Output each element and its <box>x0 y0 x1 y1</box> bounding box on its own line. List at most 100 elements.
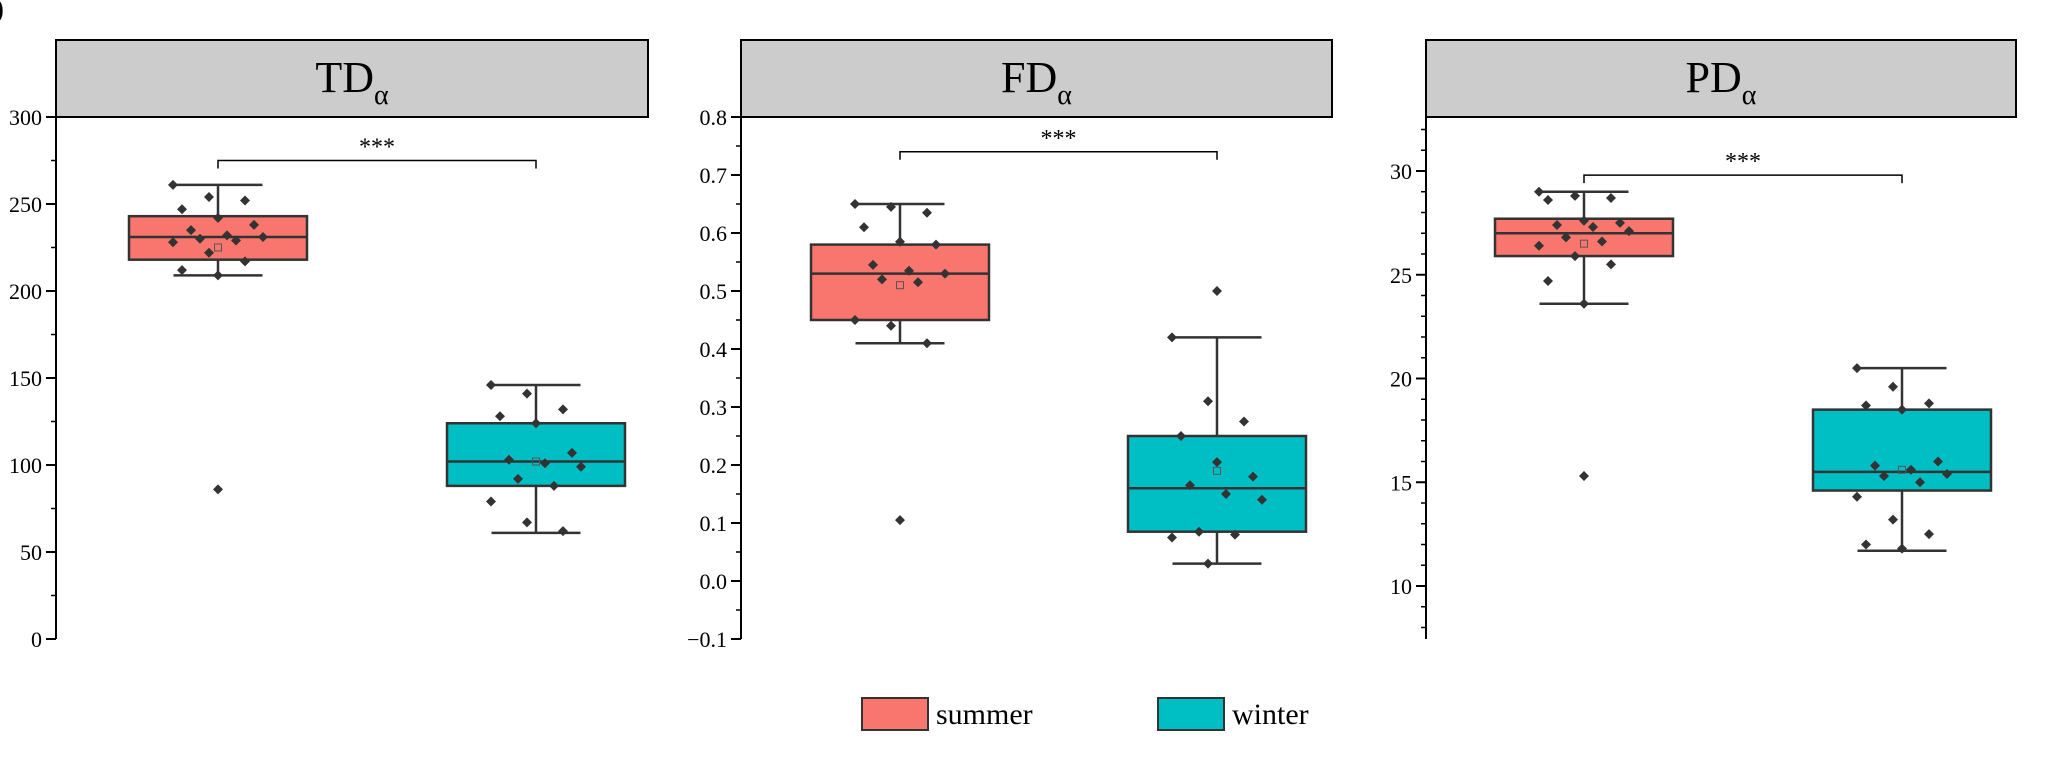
data-point <box>1588 222 1598 233</box>
panel-title-main: PD <box>1686 53 1742 102</box>
data-point <box>1203 558 1213 569</box>
data-point <box>522 517 532 528</box>
data-point <box>1897 404 1907 415</box>
outlier-point <box>895 515 905 526</box>
data-point <box>1167 532 1177 543</box>
data-point <box>1942 468 1952 479</box>
panel-letter: ) <box>0 0 4 25</box>
panel-header <box>740 39 1333 118</box>
mean-marker <box>896 281 904 290</box>
outlier-point <box>213 484 223 495</box>
panel-title-subscript: α <box>1057 80 1072 111</box>
y-tick-label: 0.7 <box>700 163 728 188</box>
panel-header <box>1425 39 2017 118</box>
y-tick-label: 0.8 <box>700 105 728 130</box>
legend: summer winter <box>861 697 1309 731</box>
data-point <box>168 237 178 248</box>
data-point <box>495 411 505 422</box>
box-winter <box>445 379 627 537</box>
box-summer <box>809 199 991 526</box>
data-point <box>513 473 523 484</box>
significance-label: *** <box>1725 149 1761 175</box>
y-tick-label: 150 <box>9 366 42 391</box>
data-point <box>213 212 223 223</box>
data-point <box>168 179 178 190</box>
data-point <box>1194 526 1204 537</box>
data-point <box>549 480 559 491</box>
panel-title: PDα <box>1686 53 1757 111</box>
panel-title-main: FD <box>1001 53 1057 102</box>
data-point <box>1888 381 1898 392</box>
significance-bracket <box>217 159 537 169</box>
data-point <box>1176 431 1186 441</box>
panel-2: FDα−0.10.00.10.20.30.40.50.60.70.8*** <box>687 39 1333 652</box>
data-point <box>1239 416 1249 427</box>
data-point <box>558 526 568 537</box>
y-tick-label: 30 <box>1390 159 1412 184</box>
data-point <box>504 454 514 465</box>
data-point <box>258 232 268 243</box>
box-iqr <box>1811 408 1993 492</box>
data-point <box>868 259 878 270</box>
legend-label-winter: winter <box>1232 698 1309 731</box>
mean-marker <box>1213 466 1221 475</box>
data-point <box>1543 275 1553 286</box>
box-iqr <box>445 421 627 488</box>
data-point <box>204 247 214 258</box>
data-point <box>531 418 541 429</box>
data-point <box>231 235 241 246</box>
data-point <box>540 458 550 469</box>
y-tick-label: 0.3 <box>700 395 728 420</box>
data-point <box>1888 514 1898 525</box>
data-point <box>1897 543 1907 554</box>
panel-title-subscript: α <box>1742 80 1757 111</box>
data-point <box>486 379 496 390</box>
panels: TDα050100150200250300***FDα−0.10.00.10.2… <box>9 39 2017 652</box>
y-tick-label: 300 <box>9 105 42 130</box>
data-point <box>850 315 860 325</box>
data-point <box>922 338 932 349</box>
data-point <box>850 199 860 209</box>
data-point <box>913 277 923 288</box>
mean-marker <box>532 457 540 466</box>
data-point <box>213 270 223 281</box>
significance-label: *** <box>359 135 395 161</box>
data-point <box>249 219 259 230</box>
data-point <box>567 447 577 458</box>
panel-header <box>55 39 649 118</box>
data-point <box>1924 529 1934 540</box>
box-summer <box>1493 186 1675 482</box>
data-point <box>1185 480 1195 491</box>
data-point <box>1870 460 1880 471</box>
mean-marker <box>214 243 222 252</box>
data-point <box>1212 457 1222 468</box>
data-point <box>1570 190 1580 201</box>
box-iqr <box>1493 217 1675 258</box>
data-point <box>922 207 932 218</box>
data-point <box>1579 215 1589 226</box>
data-point <box>576 461 586 472</box>
box-summer <box>127 179 309 495</box>
data-point <box>1906 464 1916 475</box>
data-point <box>177 265 187 276</box>
legend-swatch-winter <box>1157 697 1225 731</box>
data-point <box>522 388 532 399</box>
data-point <box>195 233 205 244</box>
data-point <box>1534 240 1544 251</box>
significance-bracket <box>899 151 1218 160</box>
data-point <box>886 201 896 212</box>
panel-title-subscript: α <box>374 80 389 111</box>
box-winter <box>1811 363 1993 554</box>
y-tick-label: 0.0 <box>700 569 728 594</box>
data-point <box>240 256 250 267</box>
y-tick-label: 100 <box>9 453 42 478</box>
data-point <box>1248 471 1258 482</box>
data-point <box>886 320 896 331</box>
y-tick-label: 250 <box>9 192 42 217</box>
data-point <box>1861 539 1871 550</box>
data-point <box>1915 477 1925 488</box>
mean-marker <box>1898 465 1906 474</box>
